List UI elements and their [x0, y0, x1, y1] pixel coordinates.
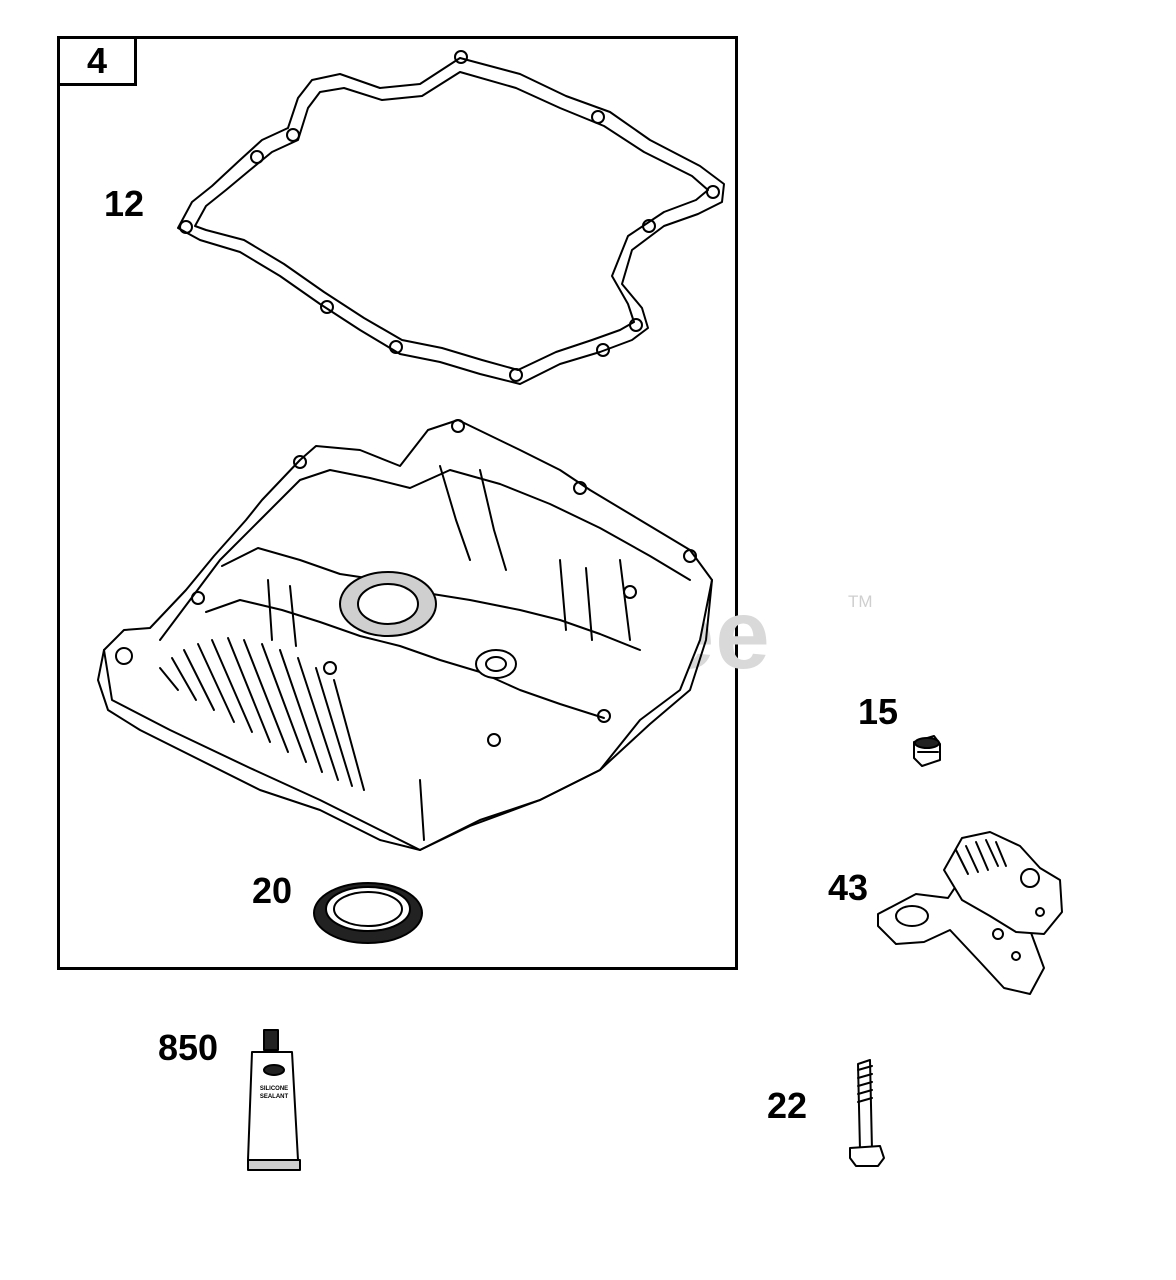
label-seal: 20 — [252, 870, 293, 911]
bolt-part[interactable] — [849, 1059, 885, 1167]
label-governor: 43 — [828, 867, 869, 908]
pipe-plug-part[interactable] — [913, 735, 941, 767]
label-plug: 15 — [858, 691, 899, 732]
sealant-tube-part[interactable] — [247, 1029, 301, 1171]
tube-text-line: SILICONE — [259, 1086, 289, 1092]
assembly-number: 4 — [57, 36, 137, 86]
label-sealant: 850 — [158, 1027, 219, 1068]
tube-print: SILICONE SEALANT — [252, 1086, 296, 1102]
gasket-part[interactable] — [177, 50, 725, 385]
label-bolt: 22 — [767, 1085, 808, 1126]
crankcase-sump-part[interactable] — [97, 419, 713, 851]
tube-text-line: SEALANT — [259, 1093, 289, 1100]
oil-seal-part[interactable] — [313, 882, 423, 944]
label-gasket: 12 — [104, 183, 145, 224]
assembly-frame — [57, 36, 738, 970]
watermark-trademark: TM — [848, 592, 873, 611]
governor-assembly-part[interactable] — [877, 831, 1063, 995]
